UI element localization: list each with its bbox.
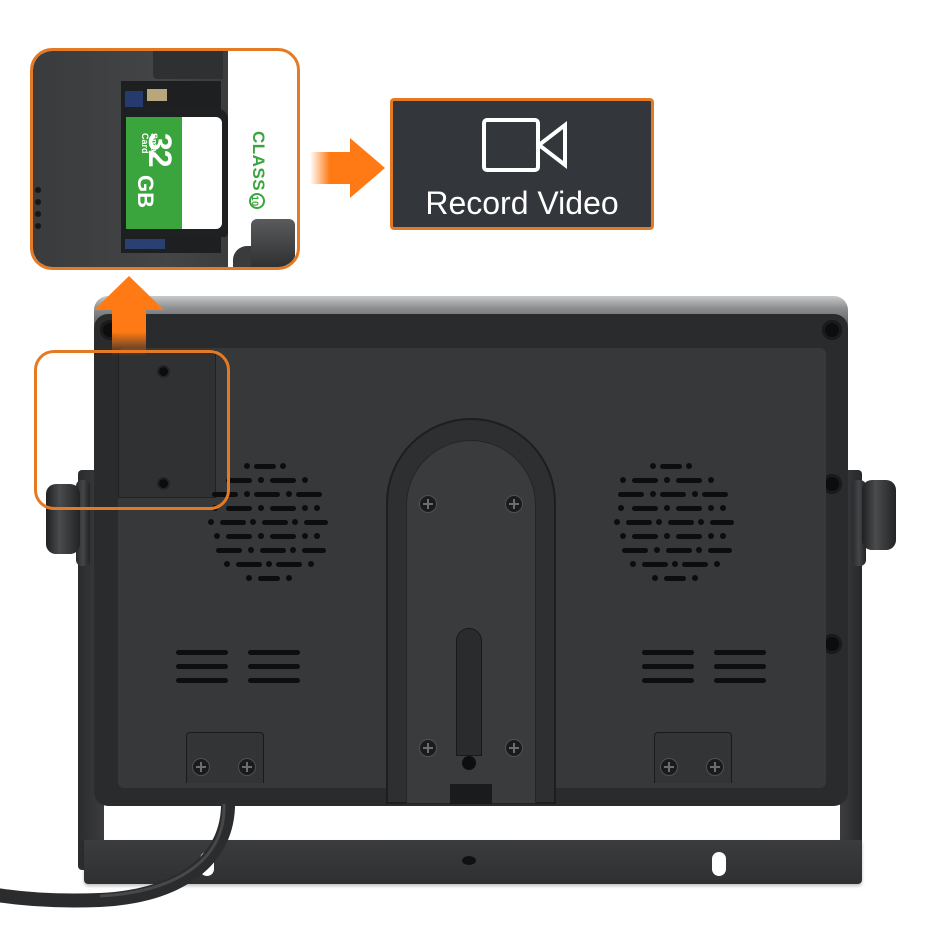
arrow-up-icon	[94, 276, 164, 356]
bracket-center-hole	[462, 856, 476, 865]
inset-knob	[251, 219, 295, 267]
phillips-screw-icon	[506, 496, 522, 512]
power-jack	[450, 784, 492, 804]
sd-card-brand-line1: Smart	[149, 133, 159, 159]
record-video-label: Record Video	[425, 185, 619, 221]
corner-hole-right-lower	[822, 634, 842, 654]
housing-vent-holes	[33, 181, 47, 241]
housing-top-edge	[153, 51, 223, 79]
sd-card-class-text: CLASS	[249, 131, 268, 192]
stand-mount-plate	[406, 440, 536, 804]
left-lower-vent-slits	[176, 648, 302, 688]
sd-card-unit: GB	[133, 175, 158, 208]
stand-hole	[462, 756, 476, 770]
phillips-screw-icon	[661, 759, 677, 775]
sd-card-callout-inset: 32 GB Smart Card CLASS10	[30, 48, 300, 270]
sd-card: 32 GB Smart Card CLASS10	[126, 109, 268, 237]
sd-card-speed-class: CLASS10	[248, 131, 268, 210]
sd-card-label-green: 32	[126, 117, 182, 229]
video-camera-icon	[482, 118, 567, 172]
corner-hole-right-mid	[822, 474, 842, 494]
slot-contact-gold	[147, 89, 167, 101]
phillips-screw-icon	[506, 740, 522, 756]
sd-card-label-white: CLASS10	[182, 117, 268, 229]
phillips-screw-icon	[420, 740, 436, 756]
right-foot-plate	[654, 732, 732, 783]
slot-contact-blue	[125, 91, 143, 107]
corner-hole-top-right	[822, 320, 842, 340]
right-adjustment-knob[interactable]	[862, 480, 896, 550]
right-speaker-grille	[612, 460, 742, 590]
monitor-rear-body	[94, 314, 848, 806]
sd-card-brand-line2: Card	[140, 133, 150, 154]
sd-door-highlight-frame	[34, 350, 230, 510]
arrow-right-icon	[310, 138, 385, 198]
door-screw-top	[159, 367, 168, 376]
stand-mount-frame	[386, 418, 556, 804]
stand-adjustment-slot	[456, 628, 482, 756]
phillips-screw-icon	[239, 759, 255, 775]
sd-card-class-badge: 10	[249, 193, 266, 210]
power-cable	[0, 800, 236, 908]
door-screw-bottom	[159, 479, 168, 488]
record-video-feature-card: Record Video	[390, 98, 654, 230]
slot-contact-blue-bottom	[125, 239, 165, 249]
sd-card-brand: Smart Card	[140, 133, 159, 173]
phillips-screw-icon	[707, 759, 723, 775]
left-foot-plate	[186, 732, 264, 783]
right-lower-vent-slits	[642, 648, 768, 688]
phillips-screw-icon	[420, 496, 436, 512]
sd-card-unit-wrap: GB Smart Card	[126, 117, 182, 229]
bracket-slot-right	[712, 852, 726, 876]
phillips-screw-icon	[193, 759, 209, 775]
